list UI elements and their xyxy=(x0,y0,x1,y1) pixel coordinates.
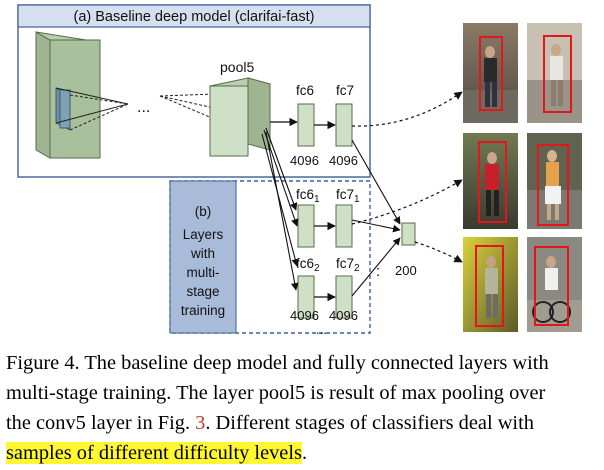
svg-text:with: with xyxy=(190,246,215,261)
caption-text: the conv5 layer in Fig. xyxy=(6,412,196,434)
svg-text:multi-: multi- xyxy=(187,265,220,280)
pool5-block xyxy=(209,77,271,157)
curve-arrow-mid xyxy=(351,179,463,225)
fc6-box xyxy=(297,103,315,147)
svg-text:Layers: Layers xyxy=(183,227,224,242)
panel-b-size-left: 4096 xyxy=(290,308,319,323)
panel-a: (a) Baseline deep model (clarifai-fast) … xyxy=(17,4,371,178)
fc7-2-box xyxy=(335,275,353,319)
panel-a-dots: ... xyxy=(137,99,150,116)
fc7-box xyxy=(335,103,353,147)
output-box xyxy=(401,222,416,246)
caption-text: . Different stages of classifiers deal w… xyxy=(205,412,534,434)
output-size: 200 xyxy=(395,263,417,278)
figure-reference-link[interactable]: 3 xyxy=(195,412,206,434)
fc7-1-box xyxy=(335,204,353,248)
svg-text:stage: stage xyxy=(186,284,219,299)
pool5-label: pool5 xyxy=(220,59,254,75)
sample-image-4 xyxy=(527,133,582,229)
panel-b-side xyxy=(169,180,237,334)
fc6-label: fc6 xyxy=(296,83,314,98)
panel-b-size-right: 4096 xyxy=(329,308,358,323)
sample-image-5 xyxy=(463,237,518,332)
panel-b-bottom-dots: ... xyxy=(316,322,327,337)
fc6-2-label: fc62 xyxy=(296,256,320,274)
panel-b-border xyxy=(169,180,371,334)
caption-line-1: Figure 4. The baseline deep model and fu… xyxy=(6,352,549,374)
caption-line-3: the conv5 layer in Fig. 3. Different sta… xyxy=(6,408,600,438)
sample-image-2 xyxy=(527,23,582,123)
fc7-2-label: fc72 xyxy=(336,256,360,274)
svg-text:training: training xyxy=(181,303,225,318)
caption-text: . xyxy=(301,442,308,464)
figure-caption: Figure 4. The baseline deep model and fu… xyxy=(6,348,600,468)
svg-text:(b): (b) xyxy=(195,204,212,219)
panel-b-title: (b) Layers with multi- stage training xyxy=(181,204,225,318)
caption-line-4: samples of different difficulty levels. xyxy=(6,438,600,468)
sample-image-6 xyxy=(527,237,582,332)
highlighted-text: samples of different difficulty levels xyxy=(6,442,302,464)
caption-line-2: multi-stage training. The layer pool5 is… xyxy=(6,382,546,404)
curve-arrow-top xyxy=(351,91,463,127)
input-volume xyxy=(35,31,101,159)
sample-image-1 xyxy=(463,23,518,123)
panel-a-header xyxy=(17,4,371,28)
panel-b: (b) Layers with multi- stage training fc… xyxy=(169,127,417,337)
fc6-size: 4096 xyxy=(290,153,319,168)
panel-b-vdots: : xyxy=(376,263,380,280)
panel-a-title: (a) Baseline deep model (clarifai-fast) xyxy=(74,9,315,25)
sample-images xyxy=(463,23,582,332)
fc7-size: 4096 xyxy=(329,153,358,168)
curve-arrow-bottom xyxy=(414,241,463,263)
figure-diagram: (a) Baseline deep model (clarifai-fast) … xyxy=(17,4,582,337)
fc6-1-box xyxy=(297,204,315,248)
fc6-1-label: fc61 xyxy=(296,187,320,205)
fc7-label: fc7 xyxy=(336,83,354,98)
sample-image-3 xyxy=(463,133,518,229)
fc7-1-label: fc71 xyxy=(336,187,360,205)
